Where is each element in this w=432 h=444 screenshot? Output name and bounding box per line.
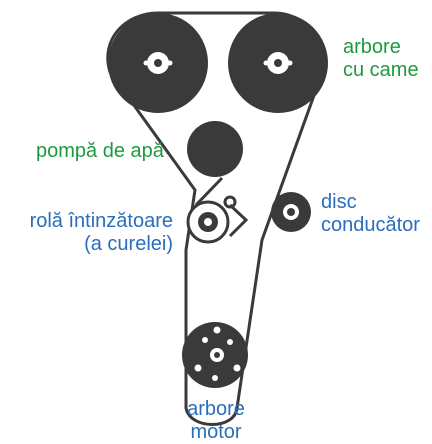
motor-shaft-pulley [182,322,248,388]
water-pump-pulley [187,121,243,177]
tensioner-label-line1: rolă întinzătoare [29,210,173,232]
drive-disc-label: disc conducător [321,191,420,237]
motor-shaft-label-line1: arbore [187,398,245,420]
drive-disc [271,192,311,232]
camshaft-pulley-right [228,13,328,113]
camshaft-label-line1: arbore [343,36,401,58]
drive-disc-label-line1: disc [321,191,357,213]
drive-disc-label-line2: conducător [321,214,420,236]
tensioner-label: rolă întinzătoare (a curelei) [18,210,173,256]
tensioner-label-line2: (a curelei) [84,233,173,255]
tensioner-pulley [186,176,249,244]
motor-shaft-label: arbore motor [176,398,256,444]
camshaft-label-line2: cu came [343,59,419,81]
camshaft-label: arbore cu came [343,36,419,82]
motor-shaft-label-line2: motor [190,421,242,443]
camshaft-pulley-left [108,13,208,113]
water-pump-label: pompă de apă [36,140,164,162]
